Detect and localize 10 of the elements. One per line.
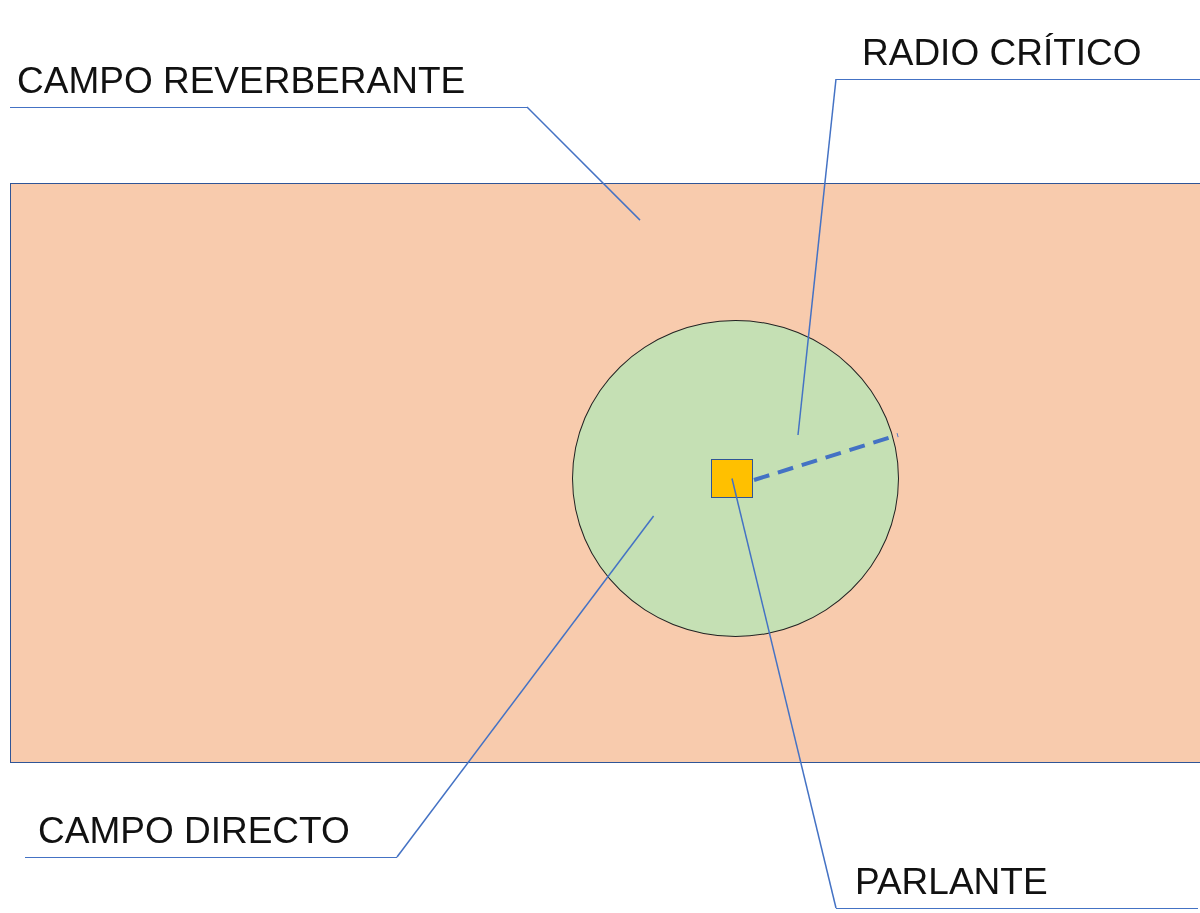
callout-label: PARLANTE <box>855 863 1048 900</box>
field-rectangle <box>10 183 1200 763</box>
leader-line <box>731 477 837 909</box>
callout-label: CAMPO DIRECTO <box>38 812 350 849</box>
leader-line <box>526 106 641 221</box>
callout-label: RADIO CRÍTICO <box>862 34 1142 71</box>
leader-line <box>797 78 837 436</box>
callout-label: CAMPO REVERBERANTE <box>17 62 466 99</box>
leader-line <box>396 515 655 858</box>
speaker-square <box>711 459 753 498</box>
